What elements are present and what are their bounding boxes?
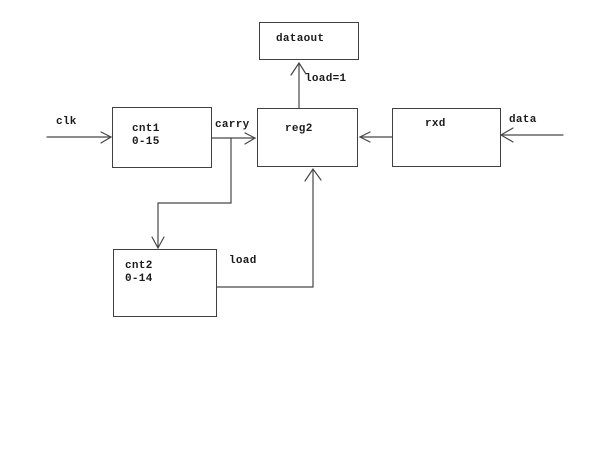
connector-cnt1-to-reg2	[211, 132, 257, 145]
signal-label-carry: carry	[215, 119, 250, 131]
connector-data-to-rxd	[499, 127, 564, 143]
block-reg2: reg2	[257, 108, 358, 167]
connector-rxd-to-reg2	[358, 131, 393, 143]
connector-reg2-to-dataout	[290, 61, 307, 109]
block-cnt1-name: cnt1	[132, 123, 160, 135]
block-cnt1-range: 0-15	[132, 136, 160, 148]
block-dataout: dataout	[259, 22, 359, 60]
signal-label-data: data	[509, 114, 537, 126]
signal-label-load: load	[229, 255, 257, 267]
block-rxd: rxd	[392, 108, 501, 167]
connector-clk-to-cnt1	[46, 131, 113, 144]
block-cnt2-name: cnt2	[125, 260, 153, 272]
block-reg2-label: reg2	[285, 123, 313, 135]
connector-carry-to-cnt2	[151, 137, 232, 250]
block-cnt2-range: 0-14	[125, 273, 153, 285]
block-dataout-label: dataout	[276, 33, 325, 45]
connector-cnt2-to-reg2	[216, 167, 322, 288]
block-rxd-label: rxd	[425, 118, 446, 130]
signal-label-load-eq-1: load=1	[305, 73, 347, 85]
signal-label-clk: clk	[56, 116, 77, 128]
